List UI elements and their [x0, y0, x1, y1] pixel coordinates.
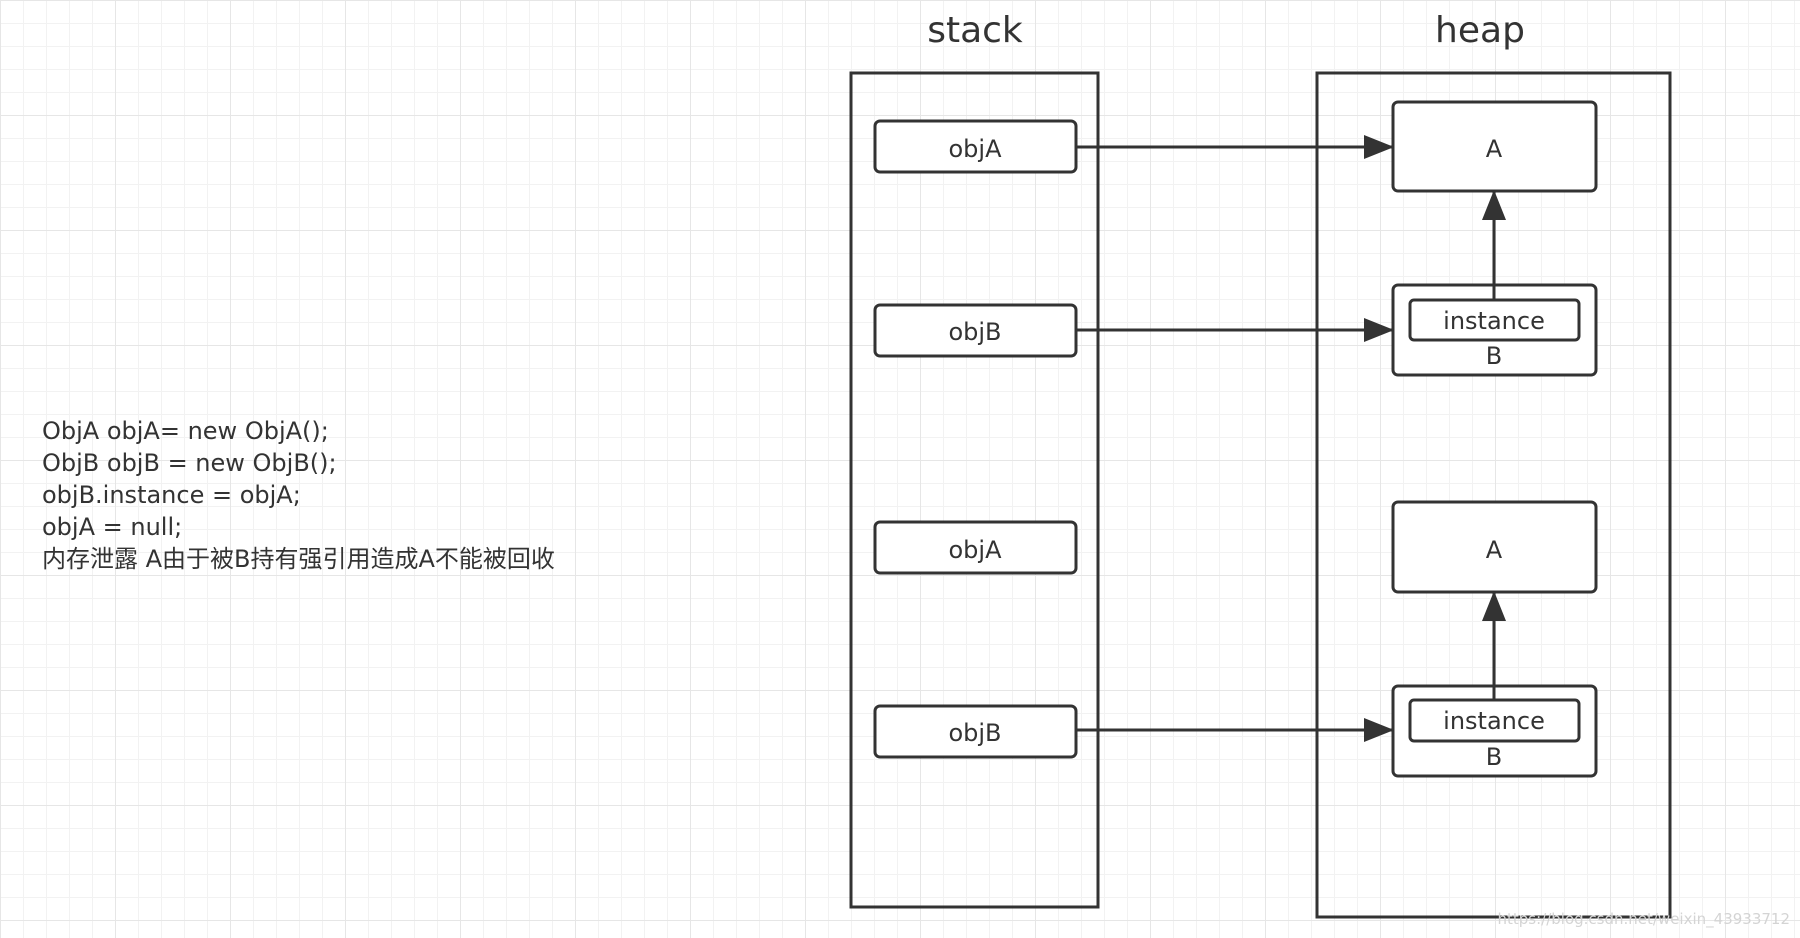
- heap-object-b-1: instance B: [1391, 283, 1598, 377]
- memory-leak-note: 内存泄露 A由于被B持有强引用造成A不能被回收: [42, 545, 555, 573]
- stack-item-objb-2: objB: [873, 704, 1078, 759]
- code-line-3: objB.instance = objA;: [42, 481, 301, 509]
- stack-item-label: objA: [948, 536, 1002, 564]
- code-line-4: objA = null;: [42, 513, 183, 541]
- code-line-1: ObjA objA= new ObjA();: [42, 417, 329, 445]
- heap-object-a-1: A: [1391, 100, 1598, 193]
- watermark-url: https://blog.csdn.net/weixin_43933712: [1497, 910, 1790, 928]
- stack-container: [849, 71, 1100, 909]
- instance-field-label: instance: [1443, 707, 1545, 735]
- stack-item-obja-2: objA: [873, 520, 1078, 575]
- heap-container: [1315, 71, 1672, 919]
- heap-object-a-2: A: [1391, 500, 1598, 594]
- heap-object-label: B: [1486, 743, 1502, 771]
- stack-heading: stack: [927, 10, 1023, 51]
- stack-item-label: objA: [948, 135, 1002, 163]
- stack-item-objb-1: objB: [873, 303, 1078, 358]
- stack-item-obja-1: objA: [873, 119, 1078, 174]
- heap-object-label: B: [1486, 342, 1502, 370]
- stack-item-label: objB: [948, 719, 1001, 747]
- heap-object-label: A: [1486, 536, 1503, 564]
- stack-item-label: objB: [948, 318, 1001, 346]
- code-snippet: ObjA objA= new ObjA(); ObjB objB = new O…: [42, 415, 555, 575]
- code-line-2: ObjB objB = new ObjB();: [42, 449, 337, 477]
- instance-field-label: instance: [1443, 307, 1545, 335]
- heap-object-label: A: [1486, 135, 1503, 163]
- heap-heading: heap: [1435, 10, 1525, 51]
- heap-object-b-2: instance B: [1391, 684, 1598, 778]
